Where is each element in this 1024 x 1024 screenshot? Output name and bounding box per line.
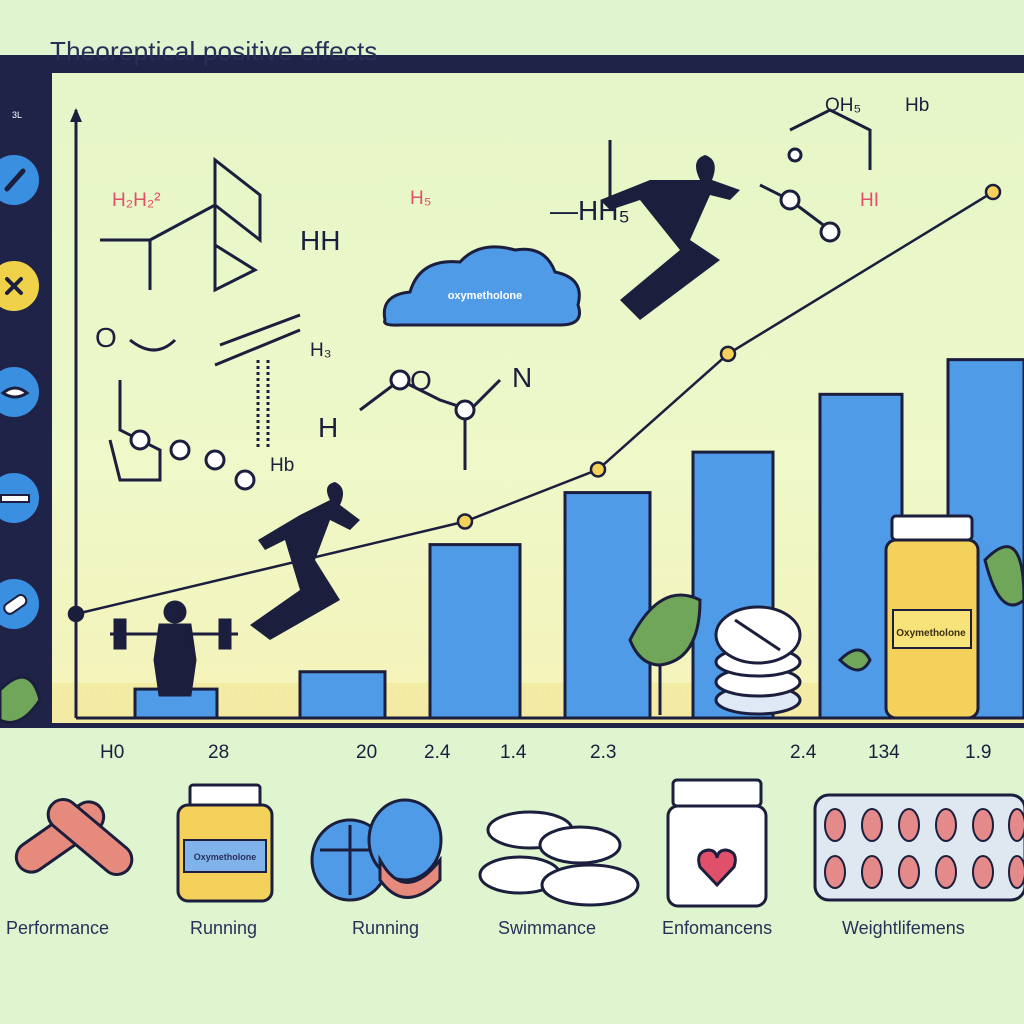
pen-button[interactable]: [0, 152, 42, 208]
trend-point-0: [67, 605, 85, 623]
x-tick-label: 2.4: [790, 742, 817, 763]
runner-silhouette: [250, 482, 360, 640]
chem-label: H₅: [410, 188, 432, 209]
bar-2: [428, 543, 522, 720]
item-label-2: Running: [352, 918, 420, 938]
leaf-icon: [628, 593, 702, 667]
leaf-icon: [837, 648, 872, 672]
pen-icon: [4, 168, 26, 192]
molecule-bond: [100, 238, 152, 290]
molecule-bond: [108, 380, 162, 482]
cloud-shape: [382, 245, 581, 327]
atom-node: [389, 369, 411, 391]
x-tick-label: 28: [208, 742, 230, 763]
trend-point-2: [589, 461, 607, 478]
atom-node: [204, 449, 226, 471]
item-label-3: Swimmance: [498, 918, 597, 938]
atom-node: [779, 189, 801, 211]
trend-point-3: [719, 345, 737, 363]
blister-pack-icon: [813, 793, 1024, 902]
trend-point-4: [984, 183, 1002, 201]
chem-label: H₃: [310, 340, 332, 361]
bar-1: [298, 670, 387, 720]
molecule-bond: [149, 156, 262, 244]
item-label-1: Running: [190, 918, 258, 938]
eye-button[interactable]: [0, 364, 42, 420]
minus-icon: [0, 494, 30, 503]
molecule-bond: [359, 378, 502, 412]
minus-button[interactable]: [0, 470, 42, 526]
chem-label: N: [512, 362, 533, 393]
x-tick-label: 134: [868, 742, 900, 763]
molecule-bond: [129, 338, 177, 352]
runner-silhouette: [600, 155, 740, 320]
atom-node: [169, 439, 191, 461]
chem-label: H₂H₂²: [112, 190, 161, 211]
item-label-5: Weightlifemens: [842, 918, 965, 938]
chem-label: O: [410, 365, 432, 396]
chem-label: HI: [860, 190, 879, 211]
close-icon: [5, 277, 23, 295]
molecule-bond: [214, 313, 301, 367]
x-tick-label: 1.9: [965, 742, 992, 763]
jar-label: Oxymetholone: [193, 852, 257, 862]
molecule-bond: [789, 108, 872, 170]
left-rail: [0, 100, 44, 860]
atom-node: [819, 221, 841, 243]
x-tick-label: 2.4: [424, 742, 451, 763]
y-axis-arrow: [70, 108, 82, 122]
molecule-bond: [256, 360, 270, 450]
item-label-0: Performance: [6, 918, 110, 938]
x-tick-label: 2.3: [590, 742, 617, 763]
x-tick-label: 20: [356, 742, 378, 763]
close-button[interactable]: [0, 258, 42, 314]
x-tick-label: H0: [100, 742, 125, 763]
atom-node: [234, 469, 256, 491]
chem-label: Hb: [905, 95, 930, 116]
chem-label: O: [95, 322, 117, 353]
chem-label: —HH₅: [550, 195, 630, 226]
chem-label: OH₅: [825, 95, 862, 116]
atom-node: [129, 429, 151, 451]
chem-label: Hb: [270, 455, 295, 476]
chem-label: HH: [300, 225, 341, 256]
rail-label: 3L: [12, 110, 23, 120]
chart-title: Theoreptical positive effects: [50, 36, 378, 66]
cloud-label: oxymetholone: [447, 290, 523, 302]
heart-jar-icon: [671, 778, 763, 808]
leaf-icon: [0, 675, 42, 724]
bar-3: [563, 491, 652, 720]
molecule-bond: [213, 205, 259, 293]
atom-node: [454, 399, 476, 421]
atom-node: [787, 147, 803, 163]
x-tick-label: 1.4: [500, 742, 527, 763]
blister-pills: [824, 808, 1024, 889]
eye-icon: [0, 386, 30, 399]
item-label-4: Enfomancens: [662, 918, 773, 938]
vial-label: Oxymetholone: [896, 628, 966, 639]
pill-icon: [3, 593, 28, 615]
trend-point-1: [456, 513, 474, 530]
tick-row: [0, 728, 1024, 772]
pill-button[interactable]: [0, 576, 42, 632]
chem-label: H: [318, 412, 339, 443]
